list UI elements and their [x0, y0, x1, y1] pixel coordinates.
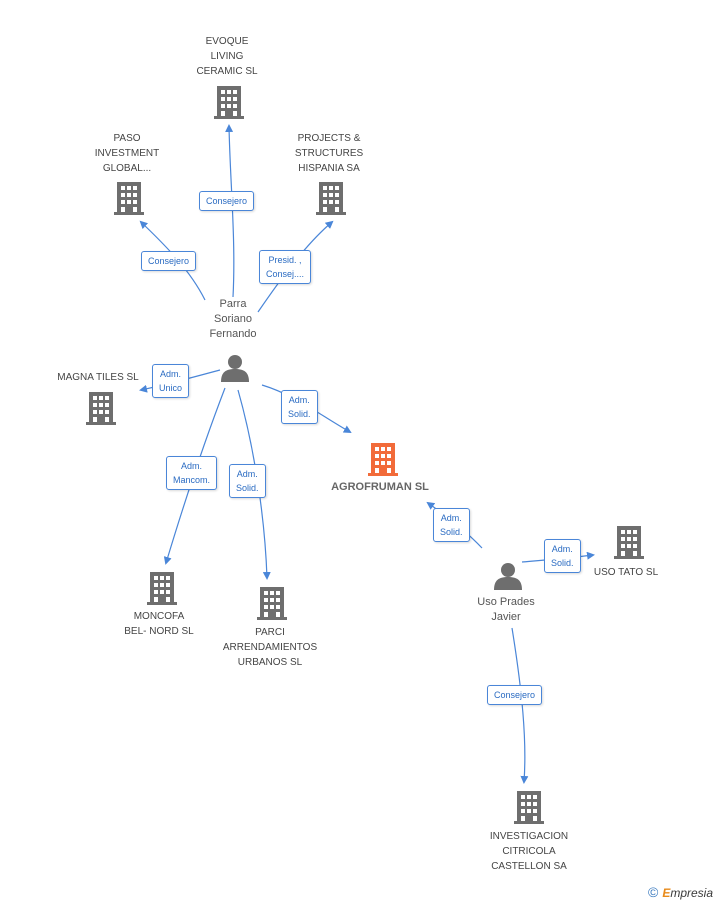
label-line: LIVING: [210, 51, 244, 62]
node-investigacion-label[interactable]: INVESTIGACION CITRICOLA CASTELLON SA: [474, 829, 584, 874]
relation-text: Solid.: [551, 558, 574, 568]
brand-watermark: ©Empresia: [648, 884, 713, 900]
node-magna-label[interactable]: MAGNA TILES SL: [48, 370, 148, 385]
building-icon: [86, 392, 116, 425]
relation-text: Solid.: [288, 409, 311, 419]
label-line: Fernando: [209, 328, 257, 340]
label-line: MONCOFA: [133, 611, 185, 622]
relation-badge-parra-agrofruman[interactable]: Adm. Solid.: [281, 390, 318, 424]
label-line: Soriano: [214, 313, 252, 325]
label-line: MAGNA TILES SL: [57, 372, 139, 383]
label-line: PASO: [113, 133, 141, 144]
building-icon: [114, 182, 144, 215]
brand-initial: E: [662, 886, 671, 900]
label-line: STRUCTURES: [294, 148, 364, 159]
node-uso-tato-label[interactable]: USO TATO SL: [586, 565, 666, 580]
label-line: CERAMIC SL: [196, 66, 258, 77]
node-parci-label[interactable]: PARCI ARRENDAMIENTOS URBANOS SL: [215, 625, 325, 670]
building-icon-focus: [368, 443, 398, 476]
building-icon: [257, 587, 287, 620]
label-line: INVESTMENT: [94, 148, 160, 159]
relation-text: Consejero: [494, 690, 536, 700]
label-line: EVOQUE: [205, 36, 249, 47]
node-parra-label[interactable]: Parra Soriano Fernando: [193, 297, 273, 342]
person-icon: [221, 355, 249, 382]
node-paso-label[interactable]: PASO INVESTMENT GLOBAL...: [87, 131, 167, 176]
label-line: BEL- NORD SL: [124, 626, 194, 637]
relation-text: Solid.: [440, 527, 463, 537]
relation-badge-parra-projects[interactable]: Presid. , Consej....: [259, 250, 312, 284]
building-icon: [214, 86, 244, 119]
node-projects-label[interactable]: PROJECTS & STRUCTURES HISPANIA SA: [284, 131, 374, 176]
relation-badge-parra-evoque[interactable]: Consejero: [199, 191, 255, 211]
building-icon: [316, 182, 346, 215]
relation-text: Solid.: [236, 483, 259, 493]
relation-text: Consej....: [266, 269, 305, 279]
brand-name: mpresia: [670, 886, 714, 900]
node-agrofruman-label[interactable]: AGROFRUMAN SL: [320, 480, 440, 495]
relation-badge-uso-tato[interactable]: Adm. Solid.: [544, 539, 581, 573]
relation-text: Consejero: [148, 256, 190, 266]
label-line: GLOBAL...: [102, 163, 152, 174]
node-evoque-label[interactable]: EVOQUE LIVING CERAMIC SL: [187, 34, 267, 79]
label-line: Uso Prades: [477, 596, 535, 608]
relation-text: Mancom.: [173, 475, 211, 485]
relation-text: Adm.: [236, 469, 258, 479]
relation-badge-parra-paso[interactable]: Consejero: [141, 251, 197, 271]
relation-text: Adm.: [181, 461, 203, 471]
edge-uso-investigacion: [511, 627, 529, 784]
label-line: ARRENDAMIENTOS: [222, 642, 318, 653]
copyright-icon: ©: [648, 884, 659, 900]
relation-text: Adm.: [160, 369, 182, 379]
label-line: CITRICOLA: [502, 846, 556, 857]
relation-text: Adm.: [440, 513, 462, 523]
label-line: AGROFRUMAN SL: [331, 481, 429, 493]
person-icon: [494, 563, 522, 590]
relation-text: Adm.: [288, 395, 310, 405]
relation-badge-parra-parci[interactable]: Adm. Solid.: [229, 464, 266, 498]
relation-badge-uso-agrofruman[interactable]: Adm. Solid.: [433, 508, 470, 542]
label-line: USO TATO SL: [593, 567, 659, 578]
building-icon: [614, 526, 644, 559]
relation-text: Adm.: [551, 544, 573, 554]
relation-text: Presid. ,: [268, 255, 302, 265]
relation-badge-uso-investigacion[interactable]: Consejero: [487, 685, 543, 705]
label-line: HISPANIA SA: [298, 163, 360, 174]
relation-badge-parra-magna[interactable]: Adm. Unico: [152, 364, 190, 398]
relation-text: Unico: [159, 383, 183, 393]
node-uso-prades-label[interactable]: Uso Prades Javier: [466, 595, 546, 625]
label-line: Javier: [491, 611, 521, 623]
label-line: PROJECTS &: [297, 133, 361, 144]
building-icon: [147, 572, 177, 605]
label-line: Parra: [219, 298, 247, 310]
label-line: URBANOS SL: [237, 657, 303, 668]
label-line: INVESTIGACION: [489, 831, 569, 842]
building-icon: [514, 791, 544, 824]
edge-parra-evoque: [225, 124, 235, 298]
relation-badge-parra-moncofa[interactable]: Adm. Mancom.: [166, 456, 218, 490]
label-line: PARCI: [255, 627, 285, 638]
label-line: CASTELLON SA: [491, 861, 567, 872]
relation-text: Consejero: [206, 196, 248, 206]
node-moncofa-label[interactable]: MONCOFA BEL- NORD SL: [114, 609, 204, 639]
